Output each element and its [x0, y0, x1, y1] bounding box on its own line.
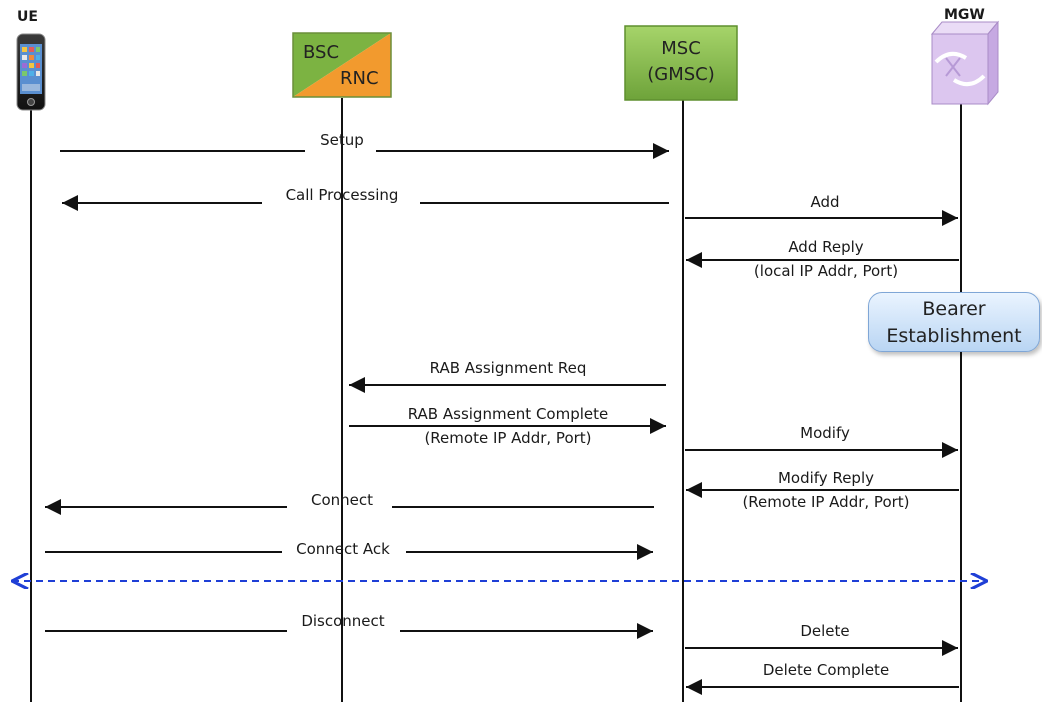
add-label: Add	[810, 193, 840, 211]
delete-complete-label: Delete Complete	[762, 661, 890, 679]
mgw-cube-icon	[930, 20, 1000, 106]
msc-node	[624, 25, 738, 101]
bsc-rnc-node	[292, 32, 392, 98]
bearer-line2: Establishment	[886, 325, 1022, 347]
disconnect-label: Disconnect	[301, 612, 385, 630]
rab-complete-detail: (Remote IP Addr, Port)	[424, 429, 592, 447]
msc-label: MSC	[661, 38, 701, 59]
bearer-line1: Bearer	[922, 298, 986, 320]
ue-phone-icon	[16, 33, 46, 111]
add-reply-label: Add Reply	[788, 238, 864, 256]
bearer-establishment-box: Bearer Establishment	[868, 292, 1040, 352]
ue-label: UE	[17, 9, 38, 25]
setup-label: Setup	[320, 131, 364, 149]
mgw-label: MGW	[944, 7, 985, 23]
modify-reply-detail: (Remote IP Addr, Port)	[742, 493, 910, 511]
connect-ack-label: Connect Ack	[296, 540, 390, 558]
bsc-label: BSC	[303, 42, 340, 63]
modify-reply-label: Modify Reply	[777, 469, 874, 487]
delete-label: Delete	[800, 622, 850, 640]
gmsc-label: (GMSC)	[647, 64, 715, 85]
rab-complete-label: RAB Assignment Complete	[407, 405, 609, 423]
connect-label: Connect	[310, 491, 374, 509]
add-reply-detail: (local IP Addr, Port)	[753, 262, 899, 280]
call-processing-label: Call Processing	[285, 186, 399, 204]
rab-req-label: RAB Assignment Req	[429, 359, 587, 377]
modify-label: Modify	[800, 424, 850, 442]
rnc-label: RNC	[340, 68, 379, 89]
